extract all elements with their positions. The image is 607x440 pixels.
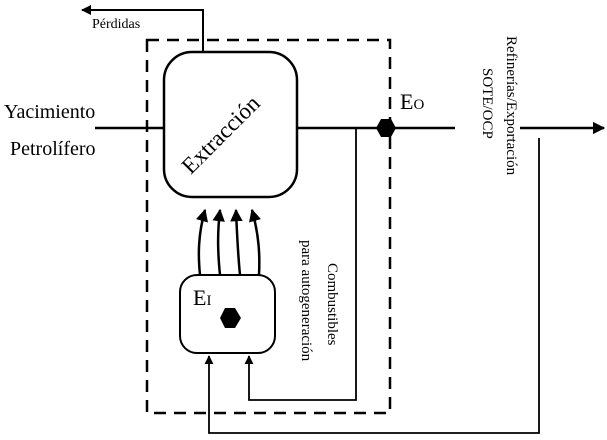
external-return-line <box>204 138 540 434</box>
supply-arrow-3 <box>230 208 243 276</box>
extraction-box <box>162 50 299 199</box>
supply-arrow-4 <box>249 208 262 276</box>
fuel-label-line2: para autogeneración <box>298 240 314 362</box>
output-meter-hexagon <box>376 119 396 137</box>
input-energy-label: EI <box>193 285 211 310</box>
supply-arrow-2 <box>212 208 225 276</box>
fuel-loop-line <box>244 128 357 401</box>
reservoir-label-line1: Yacimiento <box>4 101 95 123</box>
losses-label: Pérdidas <box>92 17 140 32</box>
supply-arrow-1 <box>195 208 208 276</box>
output-energy-label: EO <box>400 89 424 114</box>
destination-label-line1: Refinerías/Exportación <box>503 36 519 176</box>
reservoir-label-line2: Petrolífero <box>10 138 96 160</box>
system-boundary <box>145 38 392 415</box>
losses-arrow <box>81 5 204 52</box>
destination-label-line2: SOTE/OCP <box>479 68 495 139</box>
input-meter-hexagon <box>220 308 241 328</box>
energy-supply-arrows <box>195 208 262 276</box>
fuel-label-line1: Combustibles <box>324 263 340 346</box>
